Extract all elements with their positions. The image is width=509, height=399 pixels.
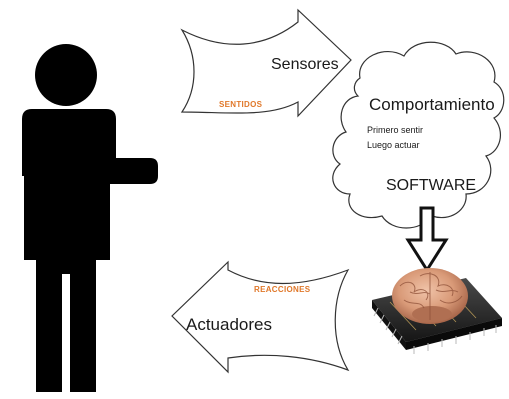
sensores-arrow xyxy=(180,8,352,118)
comportamiento-cloud xyxy=(332,41,505,229)
reacciones-label: REACCIONES xyxy=(254,285,311,294)
primero-sentir-text: Primero sentir xyxy=(367,125,424,135)
person-figure xyxy=(22,44,158,392)
sentidos-label: SENTIDOS xyxy=(219,100,263,109)
sensores-label: Sensores xyxy=(271,56,339,73)
person-arm xyxy=(104,158,158,184)
actuadores-arrow xyxy=(171,260,350,374)
brain-image xyxy=(392,268,468,324)
luego-actuar-text: Luego actuar xyxy=(367,140,420,150)
actuadores-label: Actuadores xyxy=(186,315,272,334)
person-body xyxy=(22,109,116,392)
person-head xyxy=(35,44,97,106)
down-arrow xyxy=(405,206,449,273)
comportamiento-title: Comportamiento xyxy=(369,95,495,114)
software-label: SOFTWARE xyxy=(386,177,477,194)
